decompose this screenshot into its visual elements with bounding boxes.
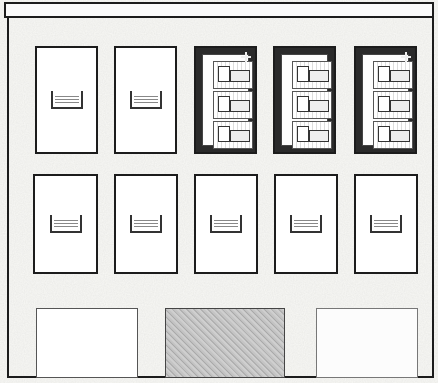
top-card-3 — [194, 46, 257, 154]
figure-icon — [213, 91, 253, 119]
stamp-icon — [290, 215, 322, 233]
middle-card-4 — [274, 174, 338, 274]
card-panel — [281, 54, 328, 146]
stamp-icon — [130, 215, 162, 233]
middle-card-1 — [33, 174, 98, 274]
bottom-box-center — [165, 308, 285, 378]
figure-icon — [292, 61, 332, 89]
figure-icon — [292, 91, 332, 119]
figure-icon — [213, 121, 253, 149]
stamp-icon — [130, 91, 162, 109]
bottom-box-left — [36, 308, 138, 378]
figure-icon — [373, 121, 413, 149]
middle-card-3 — [194, 174, 258, 274]
figure-icon — [213, 61, 253, 89]
middle-card-2 — [114, 174, 178, 274]
stamp-icon — [370, 215, 402, 233]
stamp-icon — [210, 215, 242, 233]
stamp-icon — [51, 91, 83, 109]
top-card-5 — [354, 46, 417, 154]
plus-icon — [241, 52, 251, 62]
plus-icon — [401, 52, 411, 62]
figure-icon — [373, 61, 413, 89]
figure-icon — [292, 121, 332, 149]
card-panel — [362, 54, 409, 146]
top-card-1 — [35, 46, 98, 154]
card-panel — [202, 54, 249, 146]
bottom-box-right — [316, 308, 418, 378]
top-card-4 — [273, 46, 336, 154]
top-card-2 — [114, 46, 177, 154]
stamp-icon — [50, 215, 82, 233]
figure-icon — [373, 91, 413, 119]
middle-card-5 — [354, 174, 418, 274]
